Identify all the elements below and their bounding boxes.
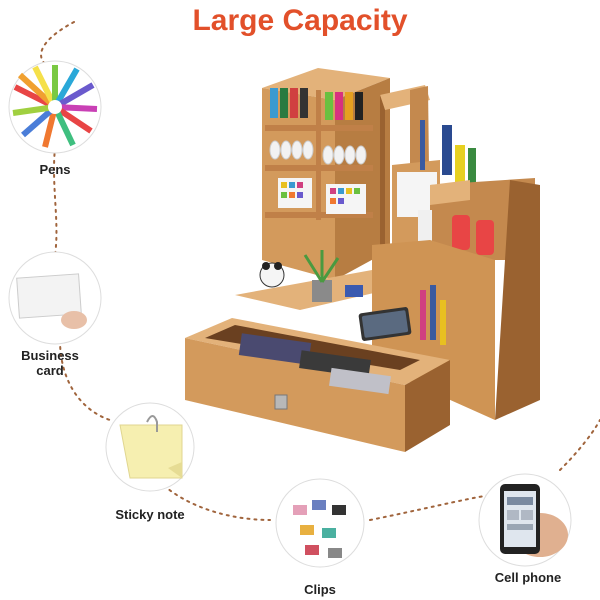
clips-thumbnail xyxy=(275,478,365,568)
headline: Large Capacity xyxy=(192,4,408,37)
business-card-label-line1: Business xyxy=(21,348,79,363)
business-card-label: Business card xyxy=(10,348,90,378)
pens-thumbnail xyxy=(8,60,102,154)
dotted-connector xyxy=(40,21,600,521)
business-card-thumbnail xyxy=(8,251,102,345)
sticky-note-thumbnail xyxy=(105,402,195,492)
desk-organizer xyxy=(185,68,540,452)
pens-label: Pens xyxy=(39,162,71,177)
clips-label: Clips xyxy=(304,582,336,597)
cell-phone-label: Cell phone xyxy=(494,570,562,585)
business-card-label-line2: card xyxy=(36,363,64,378)
sticky-note-label: Sticky note xyxy=(115,507,185,522)
cell-phone-thumbnail xyxy=(478,473,572,567)
